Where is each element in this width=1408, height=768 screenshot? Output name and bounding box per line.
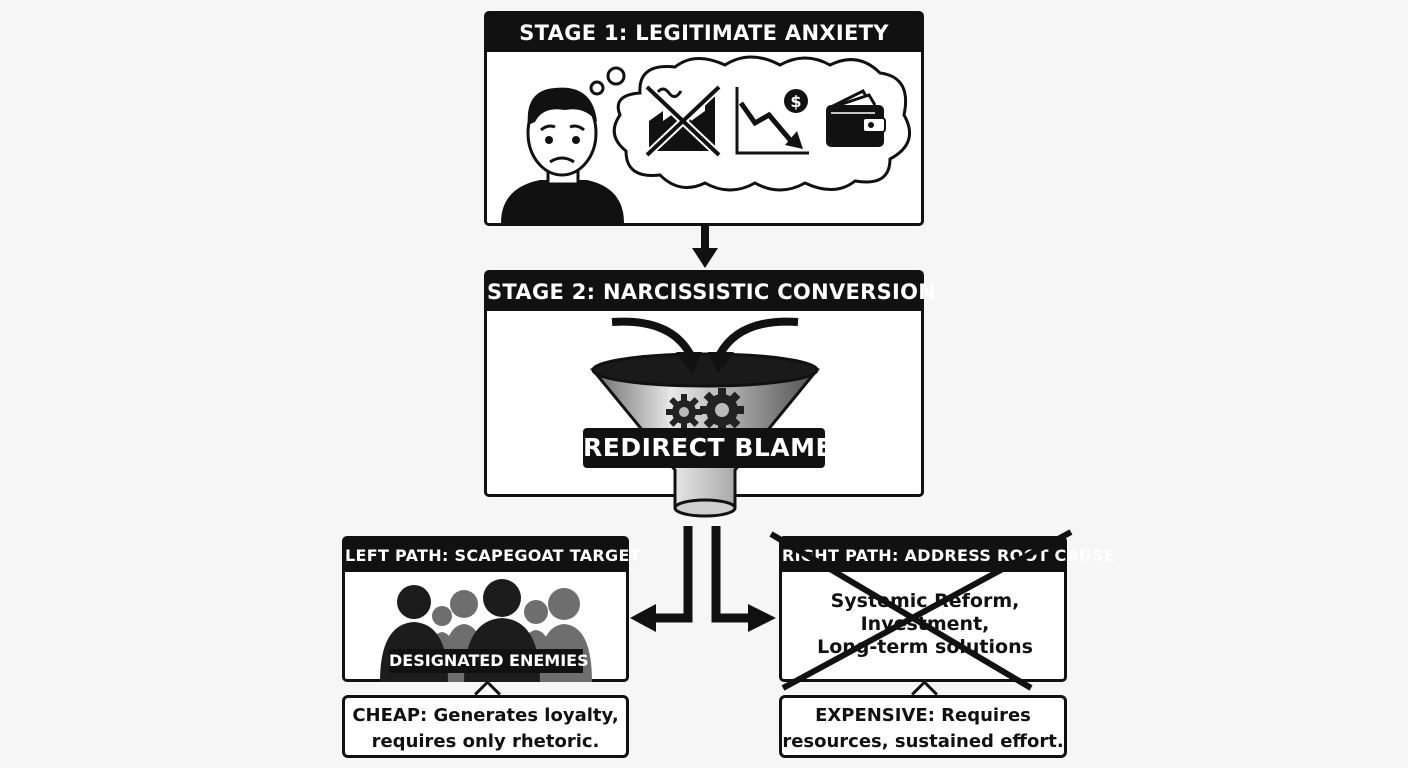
designated-enemies-label: DESIGNATED ENEMIES	[389, 649, 589, 673]
left-path-title: LEFT PATH: SCAPEGOAT TARGET	[345, 539, 641, 572]
fork-arrows-icon	[630, 526, 776, 632]
cross-out-icon	[769, 529, 1073, 691]
curved-arrow-icon	[611, 317, 799, 374]
left-note-line-1: CHEAP: Generates loyalty,	[352, 705, 619, 726]
left-note-line-2: requires only rhetoric.	[371, 731, 600, 752]
right-note-line-2: resources, sustained effort.	[782, 731, 1064, 752]
left-path-note: CHEAP: Generates loyalty, requires only …	[342, 695, 629, 758]
svg-text:$: $	[790, 92, 801, 111]
declining-chart-icon	[735, 87, 809, 155]
gears-icon	[666, 388, 744, 432]
stage-2-title: STAGE 2: NARCISSISTIC CONVERSION	[487, 273, 936, 311]
worried-person-icon	[501, 87, 624, 223]
right-note-line-1: EXPENSIVE: Requires	[815, 705, 1031, 726]
right-path-note: EXPENSIVE: Requires resources, sustained…	[779, 695, 1067, 758]
stage-1-title: STAGE 1: LEGITIMATE ANXIETY	[487, 14, 921, 52]
closed-factory-icon	[644, 84, 722, 158]
thought-bubble-icon	[589, 55, 912, 192]
wallet-icon	[826, 89, 886, 147]
dollar-coin-icon: $	[784, 89, 808, 113]
redirect-blame-label: REDIRECT BLAME	[583, 428, 833, 468]
down-arrow-icon	[692, 226, 718, 268]
